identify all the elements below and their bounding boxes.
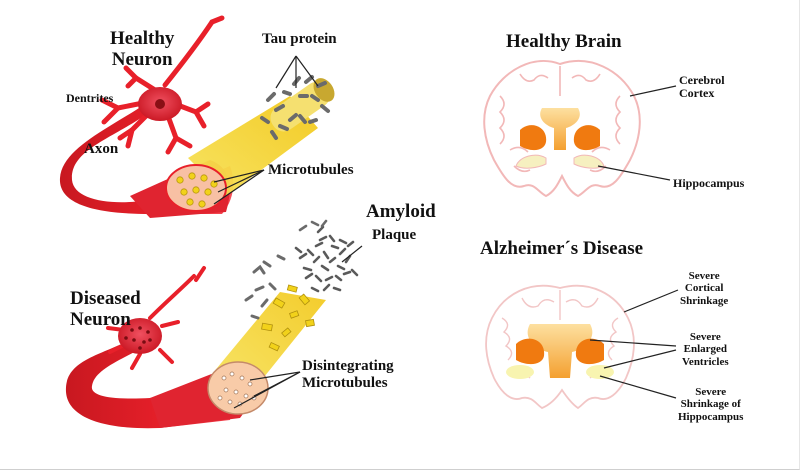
amyloid-label: Amyloid [366, 201, 436, 222]
amyloid-plaque [294, 225, 359, 293]
dendrites-label: Dentrites [66, 91, 114, 105]
diseased-neuron-title-line2: Neuron [70, 309, 131, 331]
shrunken-hippocampus-right [586, 365, 614, 379]
ventricles-line1: Severe [689, 331, 721, 343]
healthy-neuron-illustration [59, 15, 335, 218]
healthy-brain-title: Healthy Brain [506, 31, 622, 52]
cortical-line3: Shrinkage [680, 294, 729, 307]
axon-label: Axon [84, 141, 119, 157]
hippo-line3: Hippocampus [678, 410, 744, 423]
alzheimers-title: Alzheimer´s Disease [480, 238, 644, 259]
hippo-line2: Shrinkage of [680, 398, 741, 411]
diseased-soma [118, 318, 162, 354]
diseased-axon-cross-section [207, 361, 269, 415]
diseased-neuron-title: Diseased Neuron [70, 288, 141, 331]
cortex-line1: Cerebrol [679, 73, 725, 87]
diseased-neuron-title-line1: Diseased [70, 288, 141, 309]
tau-protein-label: Tau protein [262, 31, 337, 47]
diseased-neuron-illustration [65, 219, 363, 429]
severe-cortical-shrinkage-label: Severe Cortical Shrinkage [680, 270, 728, 307]
healthy-hippocampus [573, 154, 605, 169]
severe-hippocampus-shrinkage-label: Severe Shrinkage of Hippocampus [678, 386, 743, 423]
disintegrating-line1: Disintegrating [302, 358, 394, 374]
healthy-neuron-title: Healthy Neuron [110, 28, 174, 71]
cortical-line2: Cortical [684, 282, 724, 295]
cortical-line1: Severe [688, 270, 720, 282]
hippo-line1: Severe [695, 386, 727, 398]
ventricles-line2: Enlarged [683, 343, 728, 356]
healthy-brain-illustration [483, 59, 677, 198]
ventricles-line3: Ventricles [682, 355, 729, 368]
tau-tangles [244, 254, 286, 320]
disintegrating-line2: Microtubules [302, 374, 388, 391]
enlarged-ventricles [527, 324, 593, 378]
alzheimers-brain-illustration [485, 284, 679, 410]
disintegrating-microtubules-label: Disintegrating Microtubules [302, 358, 394, 392]
hippocampus-label: Hippocampus [673, 176, 745, 190]
healthy-ventricles [540, 108, 580, 150]
healthy-neuron-title-line1: Healthy [110, 28, 175, 49]
plaque-label: Plaque [372, 227, 417, 243]
shrunken-hippocampus-left [506, 365, 534, 379]
cortex-line2: Cortex [679, 86, 715, 101]
microtubules-label: Microtubules [268, 162, 354, 178]
healthy-neuron-title-line2: Neuron [111, 49, 173, 71]
severe-enlarged-ventricles-label: Severe Enlarged Ventricles [682, 331, 729, 368]
cerebral-cortex-label: Cerebrol Cortex [679, 73, 725, 101]
